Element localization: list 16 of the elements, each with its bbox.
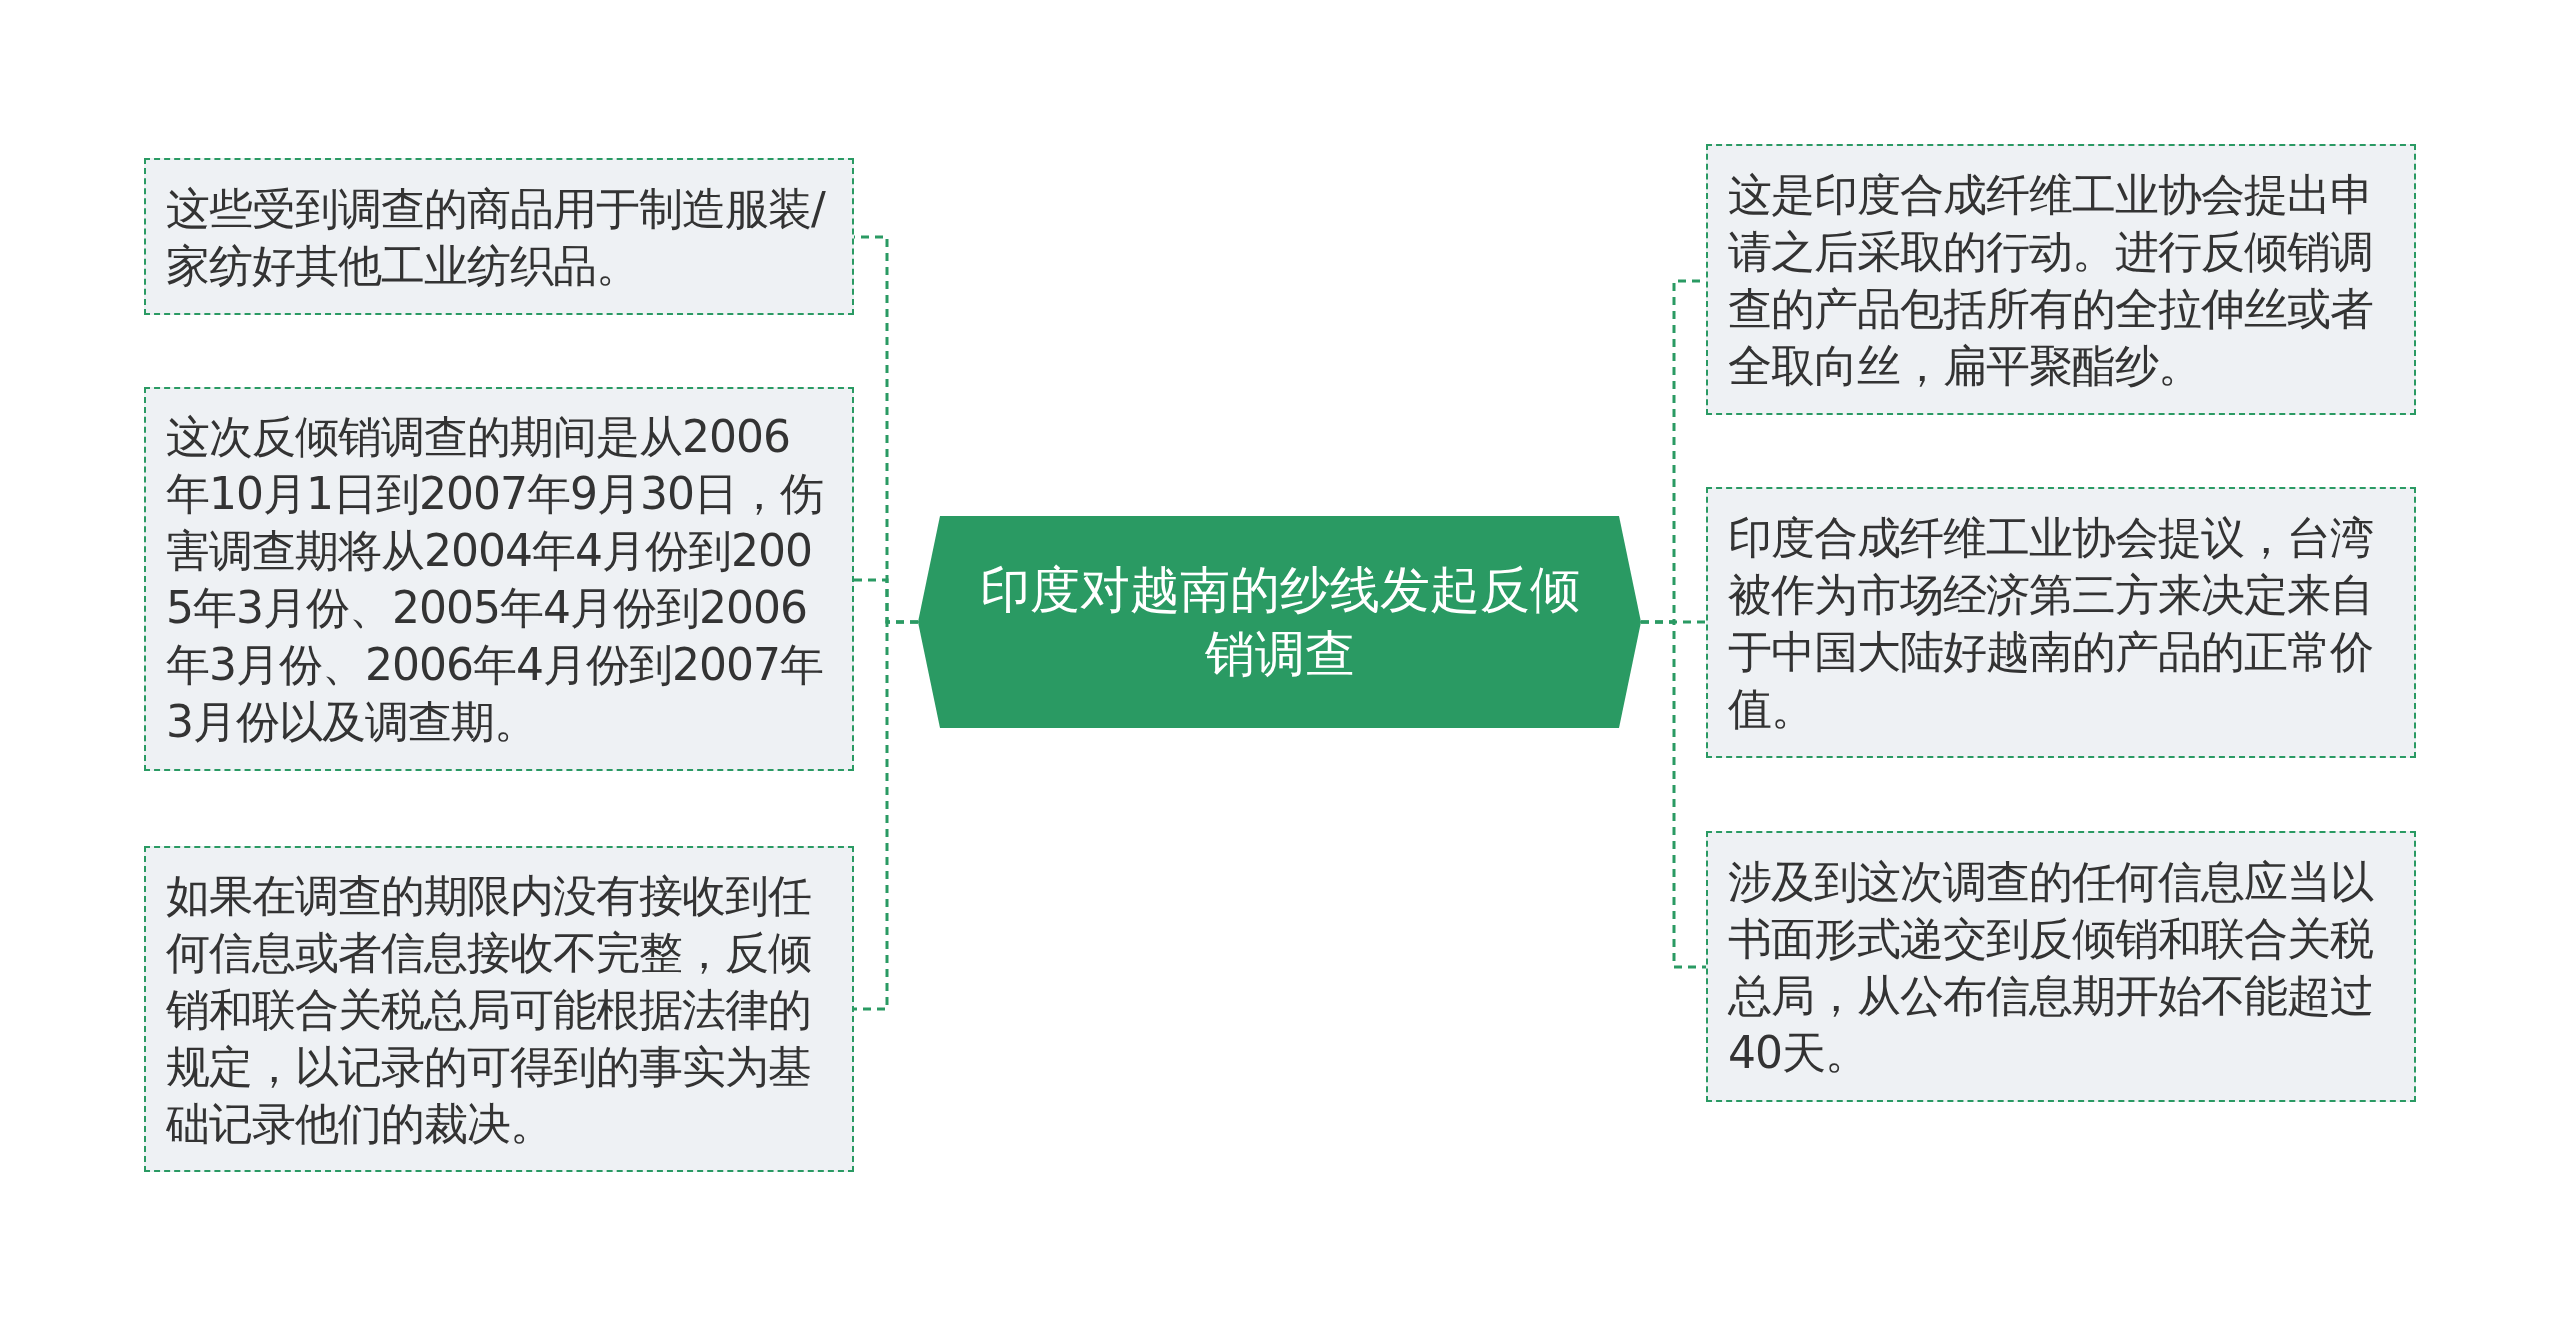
- node-text: 这是印度合成纤维工业协会提出申请之后采取的行动。进行反倾销调查的产品包括所有的全拉伸丝或者全取向丝，扁平聚酯纱。: [1728, 167, 2374, 393]
- text-box: [144, 158, 854, 315]
- text-box: [1706, 831, 2416, 1102]
- connector-line: [854, 620, 918, 1011]
- node-text: 这次反倾销调查的期间是从2006年10月1日到2007年9月30日，伤害调查期将从2004年4月份到2005年3月份、2005年4月份到2006年3月份、2006年4月份到2007年3月份以及调查期。: [166, 410, 824, 749]
- text-box: [1706, 144, 2416, 415]
- text-box: [1706, 487, 2416, 758]
- text-box: [144, 846, 854, 1172]
- connector-line: [1641, 620, 1706, 969]
- node-text: 这些受到调查的商品用于制造服装/家纺好其他工业纺织品。: [166, 181, 827, 293]
- node-text: 如果在调查的期限内没有接收到任何信息或者信息接收不完整，反倾销和联合关税总局可能根据法律的规定，以记录的可得到的事实为基础记录他们的裁决。: [166, 868, 812, 1151]
- node-text: 印度对越南的纱线发起反倾销调查: [978, 560, 1581, 685]
- topic-hexagon: [918, 516, 1641, 728]
- node-text: 涉及到这次调查的任何信息应当以书面形式递交到反倾销和联合关税总局，从公布信息期开始不能超过40天。: [1728, 854, 2375, 1080]
- text-box: [144, 387, 854, 771]
- node-text: 印度合成纤维工业协会提议，台湾被作为市场经济第三方来决定来自于中国大陆好越南的产品的正常价值。: [1728, 510, 2374, 736]
